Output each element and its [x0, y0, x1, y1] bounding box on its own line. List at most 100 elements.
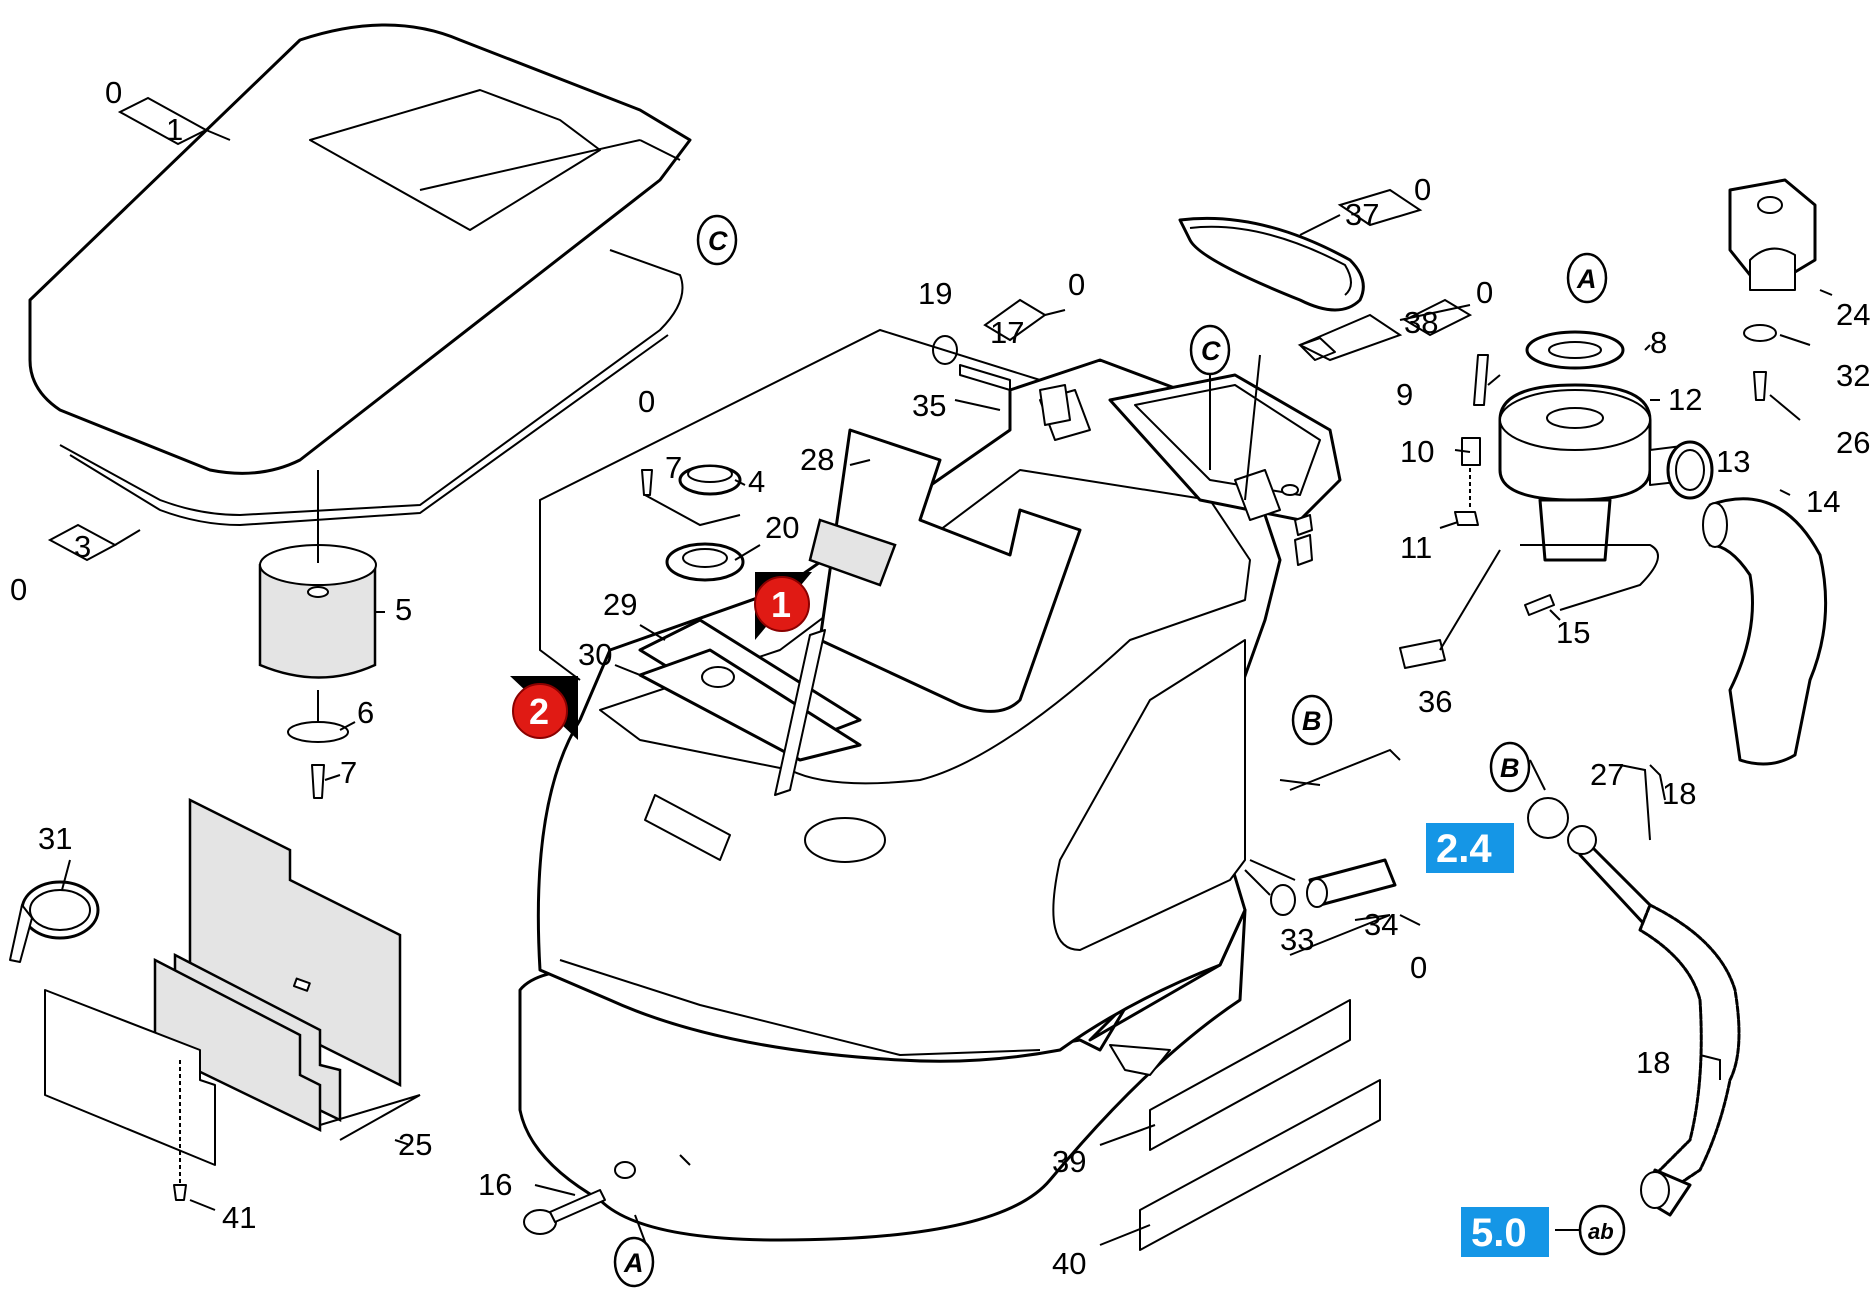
part-number: 18	[1636, 1045, 1670, 1080]
svg-text:A: A	[1576, 264, 1597, 294]
stud-9	[1473, 354, 1489, 406]
part-number: 4	[748, 464, 765, 499]
part-number: 0	[1410, 950, 1427, 985]
part-number: 0	[1414, 172, 1431, 207]
lid-cover	[28, 23, 692, 475]
badge-5-0[interactable]: 5.0	[1461, 1207, 1549, 1257]
lid-gasket	[59, 249, 684, 517]
part-number: 19	[918, 276, 952, 311]
ref-c-body: C	[1189, 324, 1231, 376]
svg-text:A: A	[623, 1248, 644, 1278]
screw-mid	[641, 469, 653, 496]
plug-36	[1399, 639, 1446, 669]
part-number: 24	[1836, 297, 1870, 332]
nut-11	[1454, 511, 1479, 526]
part-number: 41	[222, 1200, 256, 1235]
tag-38	[1299, 337, 1336, 361]
vacuum-motor	[1498, 330, 1696, 562]
svg-text:2: 2	[529, 691, 549, 732]
part-number: 16	[478, 1167, 512, 1202]
marker-1: 1	[754, 572, 812, 640]
leader-lines	[47, 96, 1833, 1256]
reference-callouts: C C A A B B ab	[613, 214, 1626, 1288]
label-sticker	[808, 518, 897, 587]
svg-text:C: C	[1201, 336, 1221, 366]
ref-a-bottom: A	[613, 1236, 655, 1288]
washer-32	[1743, 324, 1777, 342]
hose-clamp-13	[1666, 440, 1714, 500]
part-number: 12	[1668, 382, 1702, 417]
part-number: 33	[1280, 922, 1314, 957]
part-number: 10	[1400, 434, 1434, 469]
part-number: 36	[1418, 684, 1452, 719]
screw-26	[1753, 371, 1767, 401]
part-number: 35	[912, 388, 946, 423]
part-number: 25	[398, 1127, 432, 1162]
part-number: 29	[603, 587, 637, 622]
hatch-frame	[1108, 373, 1342, 522]
part-number: 3	[74, 529, 91, 564]
ref-c-top: C	[696, 214, 738, 266]
label-40	[1139, 1079, 1381, 1251]
part-number: 0	[638, 384, 655, 419]
part-number: 31	[38, 821, 72, 856]
part-number: 39	[1052, 1144, 1086, 1179]
filter-cartridge	[258, 544, 377, 679]
marker-2: 2	[510, 676, 578, 740]
part-number: 11	[1400, 530, 1432, 565]
part-number: 37	[1345, 197, 1379, 232]
tab-bracket	[1039, 384, 1071, 426]
part-number: 26	[1836, 425, 1870, 460]
screw-left	[311, 764, 325, 799]
filter-plates	[44, 797, 421, 1185]
screw-bottom-left	[173, 1184, 187, 1201]
ref-ab-hose: ab	[1578, 1204, 1626, 1256]
svg-text:B: B	[1302, 706, 1322, 736]
svg-text:ab: ab	[1588, 1219, 1614, 1244]
part-number: 28	[800, 442, 834, 477]
ref-b-body: B	[1291, 694, 1333, 746]
damper-10	[1461, 437, 1481, 466]
motor-wires	[1520, 544, 1659, 611]
part-number: 7	[665, 450, 682, 485]
suction-hose-14	[1708, 497, 1828, 766]
part-number: 0	[1476, 275, 1493, 310]
svg-text:5.0: 5.0	[1471, 1211, 1527, 1255]
part-number: 18	[1662, 776, 1696, 811]
washer	[287, 721, 349, 743]
part-number: 13	[1716, 444, 1750, 479]
part-number: 34	[1364, 907, 1398, 942]
part-number: 27	[1590, 757, 1624, 792]
part-number: 9	[1396, 377, 1413, 412]
part-number: 0	[1068, 267, 1085, 302]
screw-16	[523, 1189, 606, 1235]
part-number: 14	[1806, 484, 1840, 519]
part-number: 32	[1836, 358, 1870, 393]
svg-text:B: B	[1500, 753, 1520, 783]
bottom-bracket	[1109, 1044, 1171, 1076]
part-number: 38	[1404, 305, 1438, 340]
part-number: 30	[578, 637, 612, 672]
svg-text:2.4: 2.4	[1436, 827, 1492, 871]
part-number: 17	[990, 315, 1024, 350]
part-number: 15	[1556, 615, 1590, 650]
rear-panel	[818, 428, 1082, 713]
bolt	[959, 364, 1011, 391]
drain-hose	[1527, 797, 1741, 1217]
float-rings	[665, 464, 745, 582]
part-number: 8	[1650, 325, 1667, 360]
part-number: 5	[395, 592, 412, 627]
part-number: 0	[105, 75, 122, 110]
part-number: 20	[765, 510, 799, 545]
part-number: 1	[166, 112, 183, 147]
ref-b-hose: B	[1489, 741, 1531, 793]
part-numbers: 0 1 0 3 5 6 7 31 25 41 16 0 7 4 20 28 29…	[10, 75, 1870, 1281]
part-number: 40	[1052, 1246, 1086, 1281]
part-number: 0	[10, 572, 27, 607]
part-number: 6	[357, 695, 374, 730]
svg-text:1: 1	[771, 584, 791, 625]
badge-2-4[interactable]: 2.4	[1426, 823, 1514, 873]
ref-a-motor: A	[1566, 252, 1608, 304]
plug-33-34	[1270, 858, 1397, 916]
